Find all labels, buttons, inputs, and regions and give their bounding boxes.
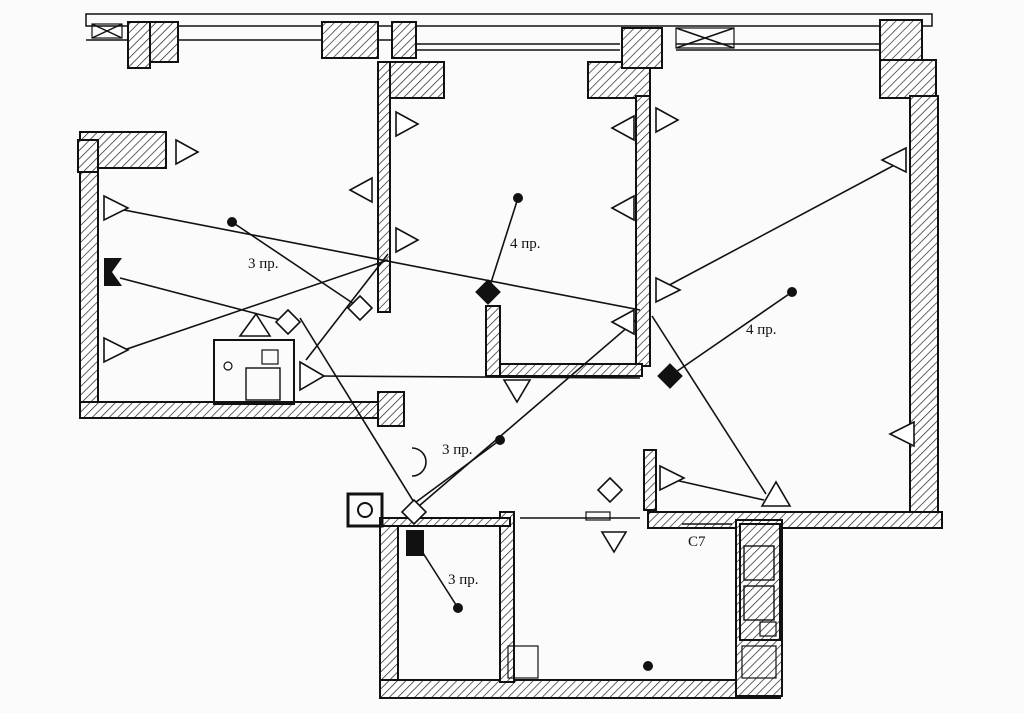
pier-top-8: [879, 19, 923, 61]
wall-middle-partition: [485, 305, 501, 377]
light-fixture: [655, 106, 680, 134]
light-fixture: [395, 110, 420, 138]
light-fixtures: [103, 106, 915, 554]
light-fixture: [610, 194, 635, 222]
outlet-dot: [643, 661, 653, 671]
panel-box: [406, 530, 424, 556]
window-cross-right: [675, 27, 735, 49]
wall-bottom-divider: [499, 511, 515, 683]
outlets: [227, 193, 797, 671]
light-fixture: [880, 146, 907, 174]
wall-left-room-west: [79, 171, 99, 411]
light-fixture: [502, 379, 532, 404]
junction-box: [400, 498, 428, 526]
window-cross-left: [91, 23, 123, 39]
light-fixture: [760, 480, 792, 507]
door-arc-hall: [411, 447, 427, 477]
pier-top-5: [387, 61, 445, 99]
wall-bottom-left-west: [379, 521, 399, 699]
sensor-left-filled: [104, 258, 122, 286]
junction-box-filled: [657, 363, 683, 389]
light-fixture: [610, 114, 635, 142]
light-fixture: [655, 276, 682, 304]
pier-top-4: [391, 21, 417, 59]
pier-top-9: [879, 59, 937, 99]
kitchen-unit-right: [739, 523, 781, 641]
light-fixture: [103, 336, 130, 364]
light-fixture: [238, 312, 272, 337]
wire-label-center-top: 4 пр.: [510, 236, 541, 252]
wire-label-left: 3 пр.: [248, 256, 279, 272]
wall-left-stub: [77, 139, 99, 173]
bath-unit-left: [213, 339, 295, 405]
wire-label-bottom: 3 пр.: [448, 572, 479, 588]
socket-box: [346, 492, 384, 528]
wall-hall-east-stub: [377, 391, 405, 427]
wall-middle-south: [499, 363, 643, 377]
wall-left-middle: [377, 61, 391, 313]
wall-bottom-south: [379, 679, 781, 699]
pier-top-3: [321, 21, 379, 59]
wall-right-room-south: [647, 511, 943, 529]
light-fixture: [299, 360, 326, 392]
wall-middle-right: [635, 95, 651, 367]
light-fixture: [610, 308, 635, 336]
outlet-dot: [453, 603, 463, 613]
junction-box-filled: [475, 279, 501, 305]
junction-box: [346, 294, 374, 322]
outlet-dot: [787, 287, 797, 297]
light-fixture: [175, 138, 200, 166]
wire-label-right: 4 пр.: [746, 322, 777, 338]
outlet-dot: [227, 217, 237, 227]
wall-hall-bottom: [379, 517, 511, 527]
junction-box: [274, 308, 302, 336]
light-fixture: [103, 194, 130, 222]
pier-top-1: [127, 21, 151, 69]
pier-top-7: [621, 27, 663, 69]
walls: [77, 13, 943, 699]
light-fixture: [659, 464, 686, 492]
top-window-band: [85, 13, 933, 27]
wiring: [119, 159, 905, 609]
light-fixture: [888, 420, 915, 448]
junction-boxes: [274, 279, 683, 526]
junction-box: [596, 476, 624, 504]
pier-top-2: [149, 21, 179, 63]
labels: 3 пр. 4 пр. 4 пр. 3 пр. 3 пр. С7: [248, 236, 777, 588]
light-fixture: [395, 226, 420, 254]
wire-label-hall: 3 пр.: [442, 442, 473, 458]
wall-right-west-lower: [643, 449, 657, 511]
wall-right-room-east: [909, 95, 939, 517]
light-fixture: [600, 531, 628, 554]
fixtures: [104, 258, 781, 679]
outlet-dot: [495, 435, 505, 445]
riser-label: С7: [688, 534, 706, 550]
light-fixture: [348, 176, 373, 204]
outlet-dot: [513, 193, 523, 203]
